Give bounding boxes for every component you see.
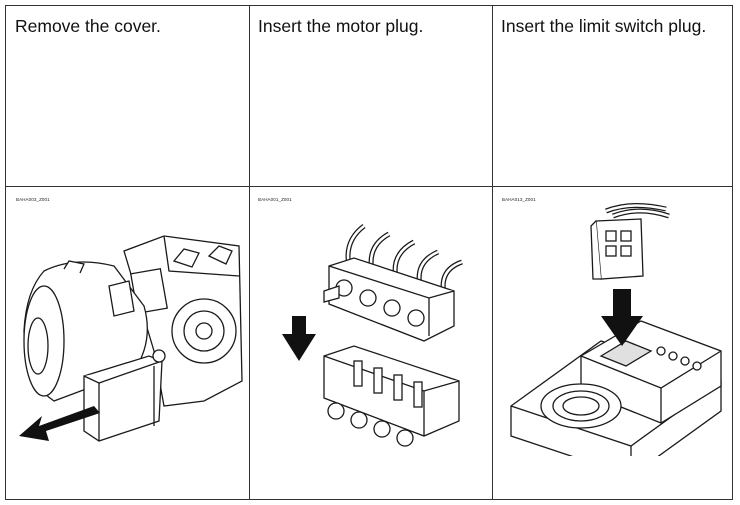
insert-arrow-icon: [282, 316, 316, 361]
insert-arrow-icon: [601, 289, 643, 346]
step-3-caption: Insert the limit switch plug.: [501, 16, 707, 36]
step-2-caption: Insert the motor plug.: [258, 16, 424, 36]
step-1-image-code: BAHA003_Z001: [16, 197, 50, 202]
column-divider: [492, 6, 493, 499]
motor-cover-removal-illustration: [19, 235, 243, 442]
column-divider: [249, 6, 250, 499]
step-2-image-code: BAHA001_Z001: [258, 197, 292, 202]
instruction-table: Remove the cover. Insert the motor plug.…: [5, 5, 733, 500]
limit-switch-illustration: [510, 203, 722, 456]
row-divider: [6, 186, 732, 187]
step-1-caption: Remove the cover.: [15, 16, 161, 36]
step-3-image-code: BAHA013_Z001: [502, 197, 536, 202]
remove-arrow-icon: [19, 406, 100, 441]
motor-plug-illustration: [282, 224, 463, 447]
